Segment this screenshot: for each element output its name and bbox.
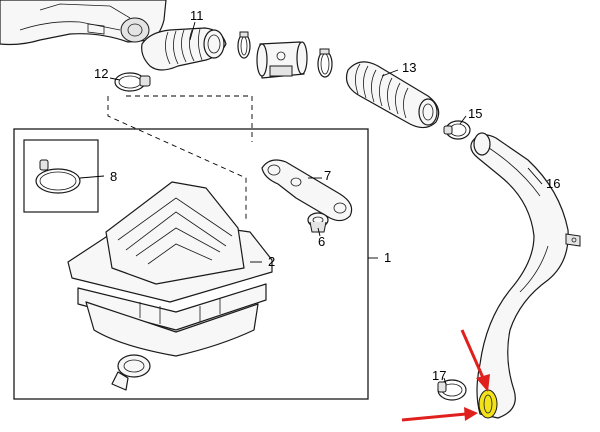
label-16: 16 xyxy=(546,176,560,191)
intake-hose-13 xyxy=(345,61,440,129)
label-17: 17 xyxy=(432,368,446,383)
mounting-bracket-7 xyxy=(261,159,353,222)
detail-frame-8 xyxy=(23,139,99,213)
hose-clamp-b xyxy=(317,48,333,78)
label-1: 1 xyxy=(384,250,391,265)
hose-clamp-12 xyxy=(114,72,151,92)
assembly-dash-lines xyxy=(107,95,253,222)
intake-pipe-16 xyxy=(470,132,581,419)
intake-boot-11 xyxy=(141,27,227,71)
air-filter-housing xyxy=(67,181,273,391)
label-6: 6 xyxy=(318,234,325,249)
grommet-6 xyxy=(307,212,329,233)
label-8: 8 xyxy=(110,169,117,184)
label-12: 12 xyxy=(94,66,108,81)
part-number-labels: 11 12 13 15 16 8 7 6 2 1 17 xyxy=(94,8,560,383)
assembly-frame xyxy=(13,128,369,400)
highlight-arrows xyxy=(401,329,490,422)
hose-clamp-15 xyxy=(443,120,471,140)
label-7: 7 xyxy=(324,168,331,183)
label-13: 13 xyxy=(402,60,416,75)
label-15: 15 xyxy=(468,106,482,121)
leader-lines xyxy=(79,21,543,385)
label-2: 2 xyxy=(268,254,275,269)
hose-clamp-17 xyxy=(437,379,467,401)
clamp-8 xyxy=(35,159,81,194)
vehicle-illustration xyxy=(0,0,167,46)
hose-clamp-a xyxy=(237,31,251,59)
air-flow-sensor xyxy=(256,41,308,79)
label-11: 11 xyxy=(190,8,204,23)
highlighted-seal xyxy=(478,389,498,419)
